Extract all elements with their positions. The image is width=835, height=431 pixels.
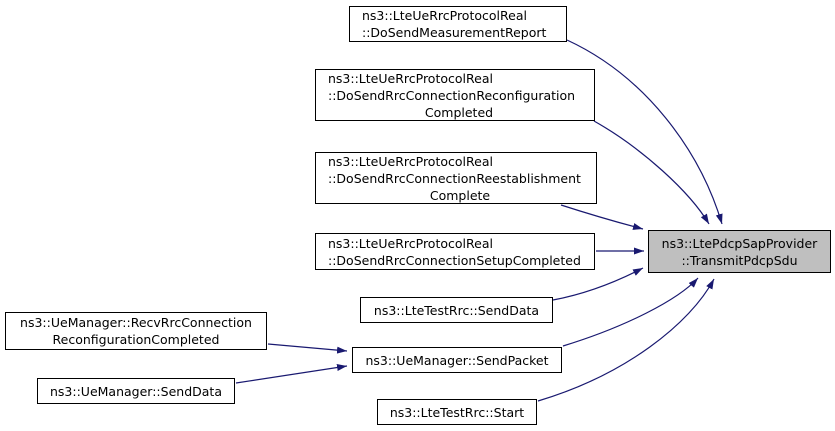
node-label-line: Completed [424,104,494,120]
node-do-send-rrc-connection-reestablishment-complete[interactable]: ns3::LteUeRrcProtocolReal ::DoSendRrcCon… [315,152,597,204]
node-label-line: ::TransmitPdcpSdu [681,252,798,268]
node-label-line: ns3::UeManager::SendData [50,383,222,399]
node-do-send-rrc-connection-reconfiguration-completed[interactable]: ns3::LteUeRrcProtocolReal ::DoSendRrcCon… [315,69,595,121]
node-lte-test-rrc-start[interactable]: ns3::LteTestRrc::Start [377,399,537,425]
node-label-line: ::DoSendRrcConnectionSetupCompleted [328,252,581,268]
edge-lte-test-rrc-start-to-transmit-pdcp-sdu [537,278,715,402]
node-do-send-measurement-report[interactable]: ns3::LteUeRrcProtocolReal ::DoSendMeasur… [349,6,567,42]
node-label-line: ns3::LteUeRrcProtocolReal [328,153,493,169]
node-label-line: ns3::UeManager::SendPacket [365,352,549,368]
node-label-line: Complete [429,187,491,203]
edge-lte-test-rrc-send-data-to-transmit-pdcp-sdu [552,267,644,301]
edge-ue-manager-send-data-to-send-packet [235,364,348,384]
edge-do-send-rrc-connection-reestablishment-complete-to-transmit-pdcp-sdu [560,204,644,230]
node-label-line: ns3::LteUeRrcProtocolReal [328,235,493,251]
node-ue-manager-send-data[interactable]: ns3::UeManager::SendData [37,378,235,404]
node-label-line: ::DoSendMeasurementReport [362,25,547,40]
node-label-line: ns3::LteTestRrc::SendData [373,302,540,318]
node-do-send-rrc-connection-setup-completed[interactable]: ns3::LteUeRrcProtocolReal ::DoSendRrcCon… [315,233,595,270]
edge-recv-rrc-connection-reconfiguration-completed-to-send-packet [267,343,348,354]
node-ue-manager-recv-rrc-connection-reconfiguration-completed[interactable]: ns3::UeManager::RecvRrcConnection Reconf… [5,312,267,350]
edge-ue-manager-send-packet-to-transmit-pdcp-sdu [562,277,699,347]
node-label-line: ns3::LteUeRrcProtocolReal [328,70,493,86]
node-lte-test-rrc-send-data[interactable]: ns3::LteTestRrc::SendData [360,297,553,323]
edge-do-send-rrc-connection-reconfiguration-completed-to-transmit-pdcp-sdu [593,120,710,225]
edge-do-send-measurement-report-to-transmit-pdcp-sdu [566,39,723,225]
node-label-line: ReconfigurationCompleted [52,332,220,347]
node-label-line: ns3::LtePdcpSapProvider [661,235,818,251]
node-lte-pdcp-sap-provider-transmit-pdcp-sdu: ns3::LtePdcpSapProvider ::TransmitPdcpSd… [648,230,831,273]
node-label-line: ns3::LteUeRrcProtocolReal [362,8,527,23]
node-ue-manager-send-packet[interactable]: ns3::UeManager::SendPacket [352,347,562,373]
node-label-line: ::DoSendRrcConnectionReconfiguration [328,87,576,103]
node-label-line: ns3::LteTestRrc::Start [389,404,525,420]
node-label-line: ns3::UeManager::RecvRrcConnection [20,315,252,330]
node-label-line: ::DoSendRrcConnectionReestablishment [328,170,581,186]
